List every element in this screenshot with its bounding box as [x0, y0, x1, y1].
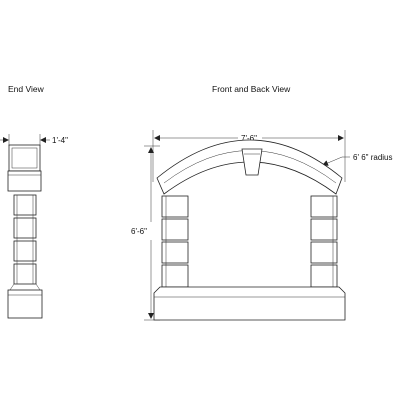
front-view-height-label: 6'-6"	[131, 227, 147, 236]
front-view-base	[153, 286, 346, 321]
end-view-column	[13, 194, 37, 285]
front-view-arch	[156, 139, 343, 195]
end-view-width-label: 1'-4"	[52, 136, 68, 145]
end-view-base	[7, 283, 43, 319]
front-view-width-label: 7'-6"	[241, 134, 257, 143]
front-view-width-dimension: 7'-6"	[152, 130, 346, 182]
end-view-title: End View	[8, 84, 45, 94]
end-view-width-dimension: 1'-4"	[0, 134, 68, 146]
front-view: Front and Back View 7'-6" 6'-6" 6' 6" ra…	[131, 84, 393, 321]
front-view-right-pillar	[310, 195, 338, 288]
front-view-title: Front and Back View	[212, 84, 291, 94]
end-view-cap	[7, 144, 42, 192]
front-view-radius-callout: 6' 6" radius	[322, 153, 393, 166]
front-view-left-pillar	[161, 195, 189, 288]
keystone	[241, 148, 263, 176]
end-view: End View 1'-4"	[0, 84, 68, 319]
front-view-radius-label: 6' 6" radius	[353, 153, 393, 162]
